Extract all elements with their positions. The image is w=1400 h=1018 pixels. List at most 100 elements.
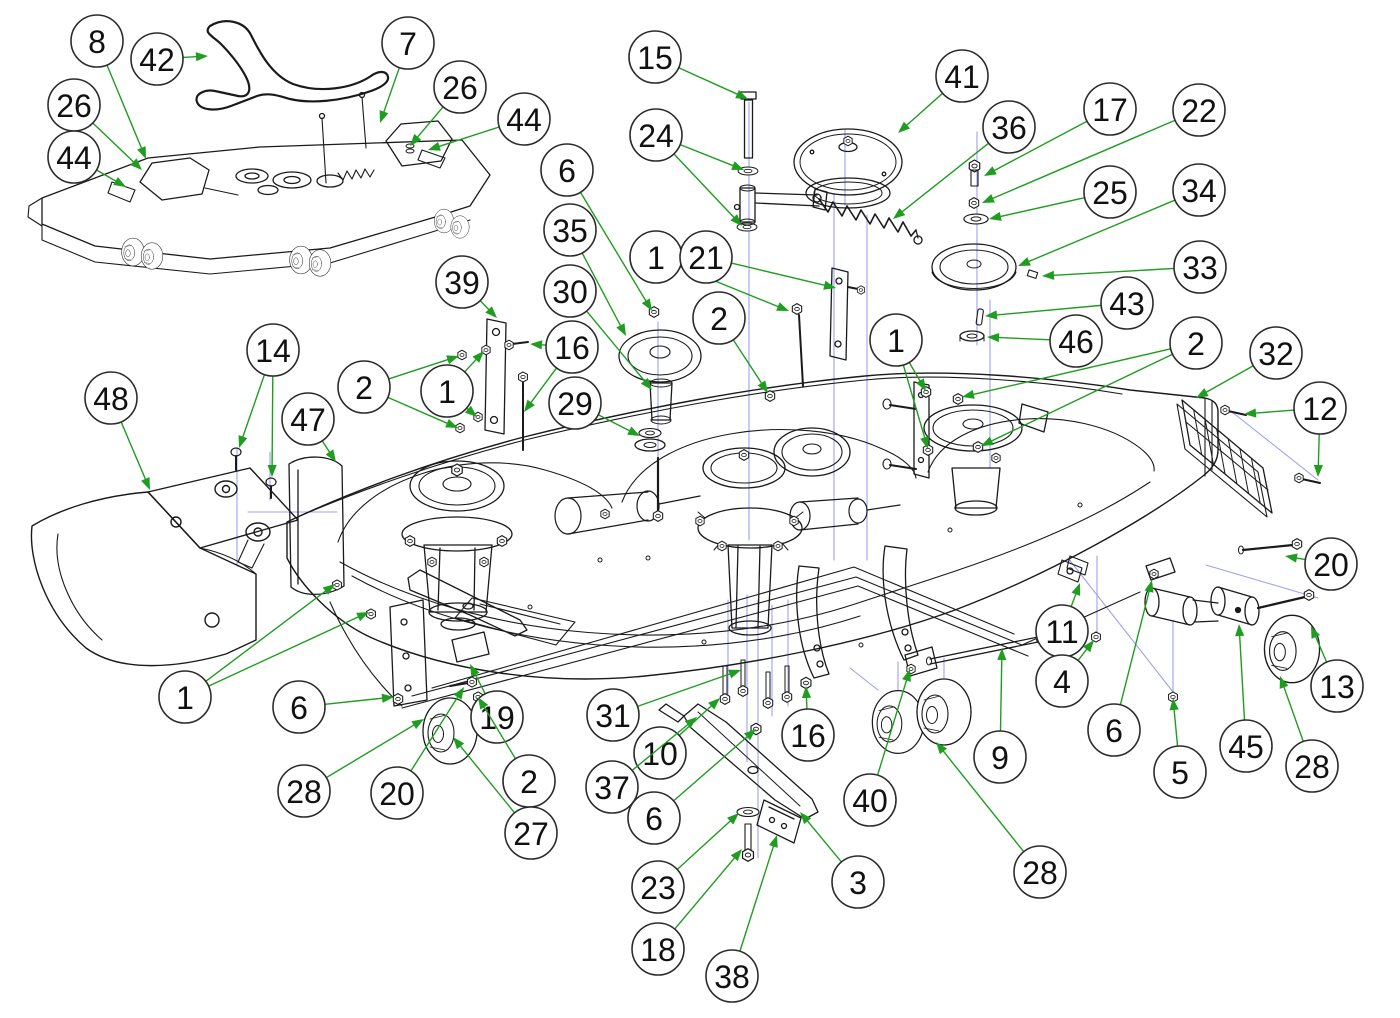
callout-2-31: 2 (337, 355, 459, 428)
idler-pulley (618, 329, 702, 383)
bracket-nut (1149, 568, 1159, 580)
leader-line (483, 706, 517, 760)
callout-48-34: 48 (84, 371, 150, 490)
leader-line (410, 696, 459, 772)
callout-10-57: 10 (633, 698, 720, 780)
leader-line (463, 359, 477, 373)
bracket-hole (780, 822, 788, 830)
balloon-circle (1169, 316, 1223, 370)
balloon-circle (281, 392, 335, 446)
chute-hinge-hole (253, 527, 263, 537)
balloon-circle (548, 376, 602, 430)
balloon-number: 30 (552, 274, 588, 310)
leader-arrowhead (757, 380, 768, 393)
spacer-46 (959, 330, 985, 342)
mini-spacer (405, 148, 415, 154)
mini-pulley-hub (244, 172, 260, 180)
idler-under-disc-groove (813, 181, 883, 205)
anti-scalp-wheel (916, 678, 972, 746)
callout-42-1: 42 (130, 32, 208, 86)
leader-line (205, 590, 327, 683)
center-spindle-assembly (695, 427, 851, 636)
pulley-nut (738, 449, 750, 461)
engine-pulley-rim (931, 271, 1017, 289)
balloon-number: 13 (1319, 669, 1355, 705)
mini-pulley (235, 168, 269, 184)
leader-line (242, 373, 266, 438)
strap-hole (402, 652, 410, 660)
leader-line (1317, 433, 1320, 466)
callout-47-33: 47 (281, 392, 336, 462)
callout-34-20: 34 (1018, 163, 1226, 266)
nut-2 (764, 390, 776, 402)
leader-arrowhead (936, 742, 948, 755)
balloon-circle (420, 364, 474, 418)
balloon-number: 40 (852, 783, 888, 819)
balloon-circle (1153, 745, 1207, 799)
idler-bolt-nut (652, 510, 664, 522)
balloon-circle (627, 791, 681, 845)
cover-disc (793, 128, 903, 196)
long-bolt-shaft (798, 314, 804, 387)
mount-bolt (717, 540, 727, 552)
leader-line (479, 299, 490, 311)
balloon-number: 1 (647, 240, 665, 276)
mini-pulley-hub (283, 175, 301, 185)
strap-hole (400, 618, 408, 626)
balloon-number: 46 (1058, 324, 1094, 360)
leader-arrowhead (962, 389, 975, 399)
leader-arrowhead (1169, 698, 1179, 711)
balloon-circle (130, 32, 184, 86)
leader-line (324, 697, 383, 705)
chute-hinge-lug (245, 522, 271, 542)
leader-arrowhead (411, 719, 424, 730)
leader-line (438, 126, 500, 148)
balloon-circle (1172, 163, 1226, 217)
gearbox-end (554, 497, 582, 535)
balloon-circle (705, 949, 759, 1003)
tension-spring-coil (818, 198, 917, 237)
front-baffle-47 (288, 456, 345, 596)
balloon-circle (628, 30, 682, 84)
mini-spring (337, 168, 375, 181)
balloon-circle (935, 49, 989, 103)
balloon-circle (370, 766, 424, 820)
idler-pulley-groove (627, 336, 693, 376)
callout-44-6: 44 (428, 92, 551, 151)
leader-arrowhead (984, 166, 997, 176)
spindle-hub (962, 418, 984, 430)
cover-disc-inner (799, 133, 897, 191)
leader-arrowhead (356, 612, 369, 622)
balloon-circle (679, 230, 733, 284)
flat-washer-25 (963, 213, 989, 225)
callout-6-41: 6 (1087, 580, 1154, 757)
balloon-number: 12 (1302, 391, 1338, 427)
blade-bolt-18-head (741, 848, 755, 862)
deck-rim-inner (299, 376, 1123, 517)
leader-arrowhead (727, 813, 739, 825)
leader-arrowhead (322, 584, 335, 595)
leader-arrowhead (381, 693, 394, 703)
callout-20-53: 20 (370, 687, 464, 820)
mount-nut (972, 441, 984, 453)
spacer-46-hole (966, 333, 978, 339)
bolt-shaft-17 (970, 169, 979, 187)
deck-bolt-holes (527, 502, 1083, 648)
leader-line (581, 252, 622, 327)
balloon-number: 3 (849, 865, 867, 901)
leader-line (1077, 648, 1088, 662)
blade-edge-line (697, 711, 801, 807)
leader-line (679, 143, 734, 167)
leader-line (1053, 267, 1175, 277)
roller-end (1182, 596, 1198, 626)
balloon-circle (246, 323, 300, 377)
balloon-number: 42 (139, 42, 175, 78)
leader-arrowhead (981, 436, 994, 446)
spring-hook (812, 193, 822, 203)
balloon-number: 7 (399, 26, 417, 62)
callout-27-51: 27 (453, 737, 558, 860)
leader-line (182, 56, 197, 59)
anti-scalp-wheels (871, 646, 972, 754)
leader-arrowhead (997, 648, 1007, 661)
callout-19-49: 19 (470, 664, 524, 744)
